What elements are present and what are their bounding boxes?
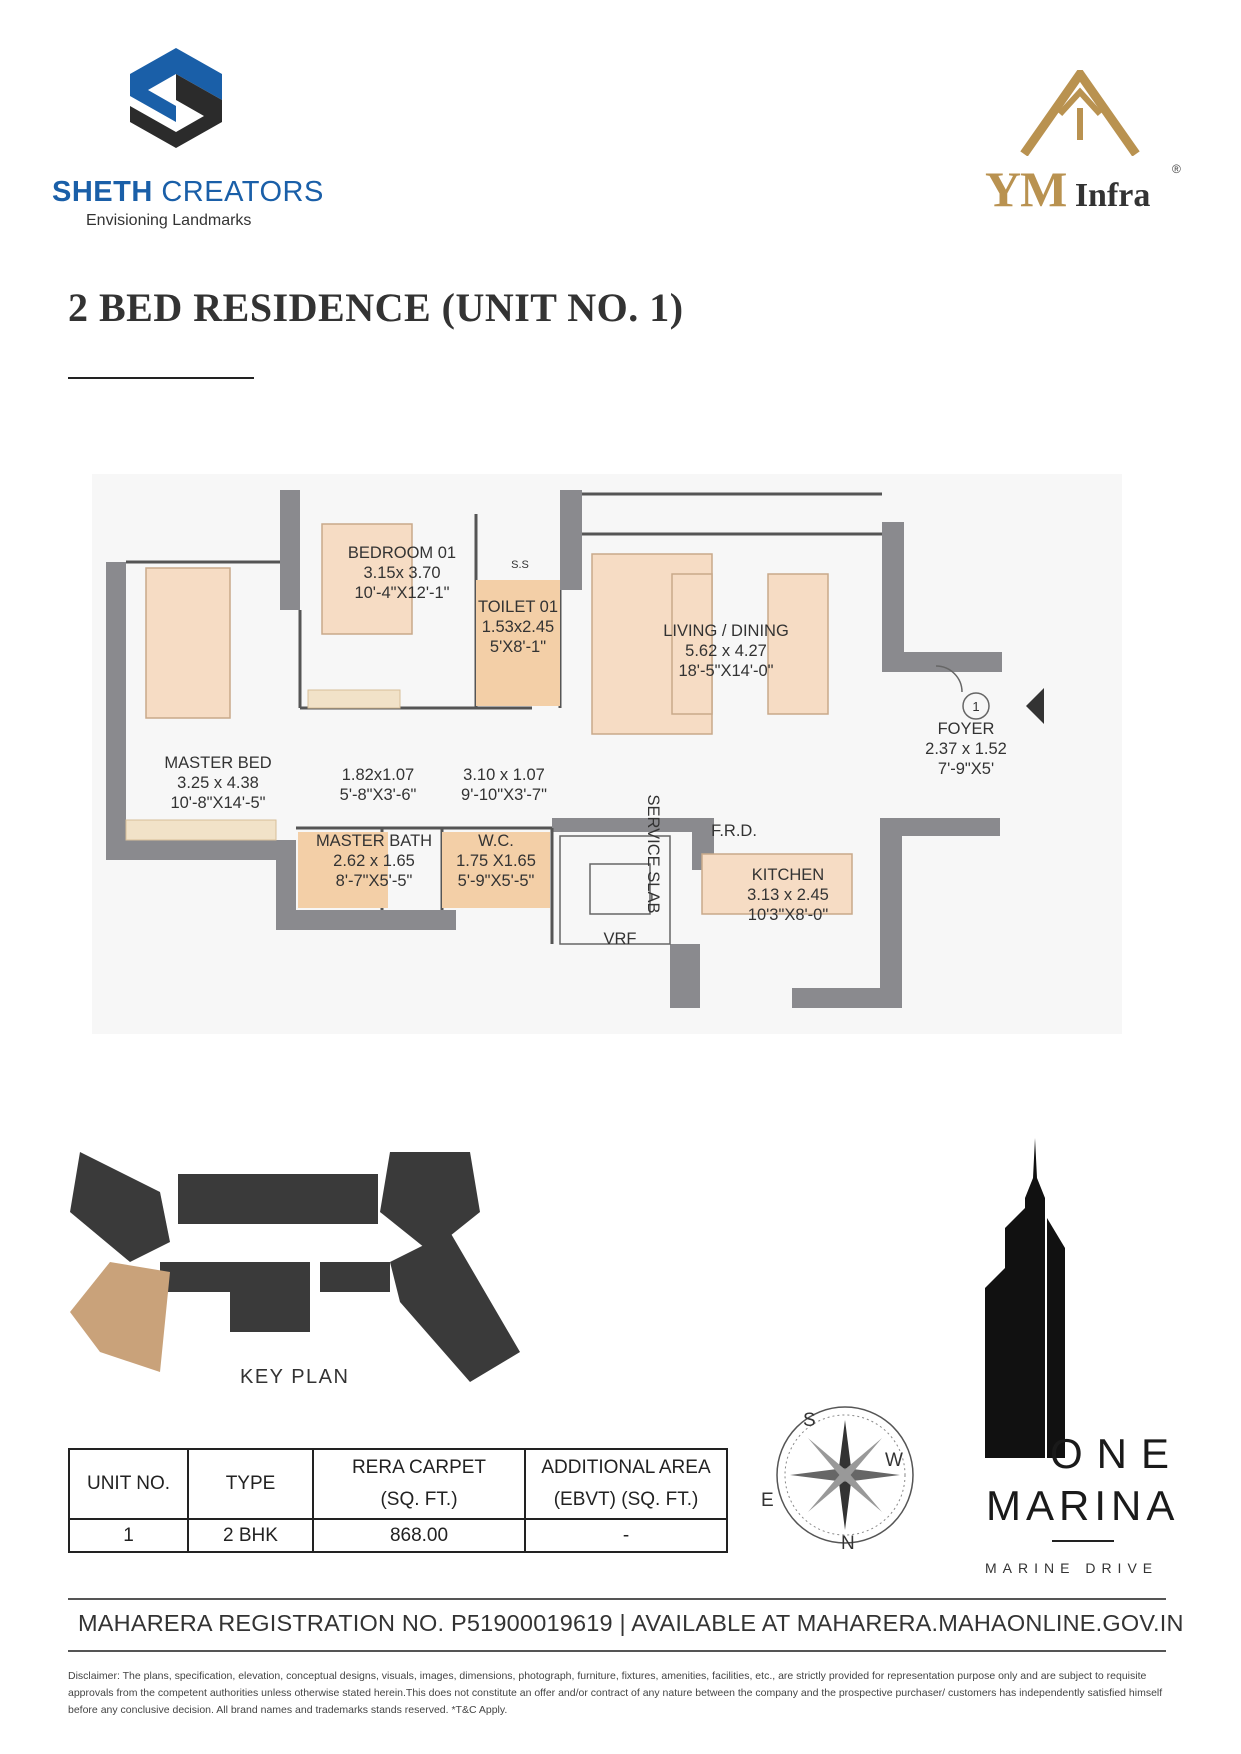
unit-marker: 1 [972, 699, 979, 714]
passage-2-metric: 3.10 x 1.07 [463, 766, 545, 784]
compass-s: S [803, 1410, 816, 1431]
room-master-bath-name: MASTER BATH [316, 832, 432, 850]
room-living-metric: 5.62 x 4.27 [685, 642, 767, 660]
cell-additional-area: - [524, 1518, 728, 1553]
room-foyer-metric: 2.37 x 1.52 [925, 740, 1007, 758]
cell-rera-carpet: 868.00 [312, 1518, 526, 1553]
page-title: 2 BED RESIDENCE (UNIT NO. 1) [68, 285, 684, 330]
th-additional-area: ADDITIONAL AREA(EBVT) (SQ. FT.) [524, 1448, 728, 1520]
passage-1-imperial: 5'-8"X3'-6" [340, 786, 417, 804]
room-kitchen-metric: 3.13 x 2.45 [747, 886, 829, 904]
cell-type: 2 BHK [187, 1518, 314, 1553]
one-marina-tower-logo [985, 1138, 1065, 1458]
passage-2-imperial: 9'-10"X3'-7" [461, 786, 547, 804]
label-ss: S.S [511, 559, 529, 571]
cell-unit-no: 1 [68, 1518, 189, 1553]
room-wc-imperial: 5'-9"X5'-5" [458, 872, 535, 890]
compass-rose-icon [776, 1406, 914, 1544]
room-master-bath-imperial: 8'-7"X5'-5" [336, 872, 413, 890]
compass-w: W [885, 1450, 903, 1471]
key-plan-drawing [70, 1152, 520, 1382]
room-kitchen-imperial: 10'3"X8'-0" [748, 906, 829, 924]
room-wc-metric: 1.75 X1.65 [456, 852, 536, 870]
room-foyer-name: FOYER [938, 720, 995, 738]
th-type: TYPE [187, 1448, 314, 1520]
room-toilet-01-imperial: 5'X8'-1" [490, 638, 546, 656]
room-bedroom-01-imperial: 10'-4"X12'-1" [354, 584, 449, 602]
title-underline [68, 377, 254, 379]
room-bedroom-01-metric: 3.15x 3.70 [363, 564, 440, 582]
room-living-name: LIVING / DINING [663, 622, 789, 640]
compass-n: N [841, 1533, 855, 1554]
room-wc-name: W.C. [478, 832, 514, 850]
entry-arrow-icon [1026, 688, 1044, 724]
table-header-row: UNIT NO. TYPE RERA CARPET(SQ. FT.) ADDIT… [68, 1448, 728, 1520]
key-plan-label: KEY PLAN [240, 1366, 350, 1388]
th-unit-no: UNIT NO. [68, 1448, 189, 1520]
sheth-brand-name: SHETH CREATORS [52, 176, 324, 208]
room-master-bed-name: MASTER BED [164, 754, 271, 772]
ym-infra-logo [1020, 70, 1140, 156]
room-kitchen-name: KITCHEN [752, 866, 824, 884]
label-service-slab: SERVICE SLAB [644, 795, 662, 914]
floor-plan: BEDROOM 01 3.15x 3.70 10'-4"X12'-1" TOIL… [92, 474, 1122, 1034]
passage-1-metric: 1.82x1.07 [342, 766, 414, 784]
sheth-tagline: Envisioning Landmarks [86, 212, 252, 229]
sheth-creators-logo [130, 48, 222, 148]
project-name-marina: MARINA [986, 1482, 1180, 1529]
unit-details-table: UNIT NO. TYPE RERA CARPET(SQ. FT.) ADDIT… [68, 1448, 728, 1553]
room-toilet-01-metric: 1.53x2.45 [482, 618, 554, 636]
room-foyer-imperial: 7'-9"X5' [938, 760, 994, 778]
compass-e: E [761, 1490, 774, 1511]
project-location: MARINE DRIVE [985, 1560, 1159, 1576]
registration-rule-bottom [68, 1650, 1166, 1652]
registered-mark: ® [1172, 162, 1181, 176]
disclaimer-text: Disclaimer: The plans, specification, el… [68, 1670, 1163, 1716]
ym-brand-name: YM Infra [985, 161, 1151, 217]
room-bedroom-01-name: BEDROOM 01 [348, 544, 456, 562]
project-name-one: ONE [1050, 1430, 1184, 1477]
maharera-registration: MAHARERA REGISTRATION NO. P51900019619 |… [78, 1610, 1184, 1636]
registration-rule-top [68, 1598, 1166, 1600]
room-master-bed-metric: 3.25 x 4.38 [177, 774, 259, 792]
label-vrf: VRF [604, 930, 637, 948]
room-master-bath-metric: 2.62 x 1.65 [333, 852, 415, 870]
th-rera-carpet: RERA CARPET(SQ. FT.) [312, 1448, 526, 1520]
table-row: 1 2 BHK 868.00 - [68, 1518, 728, 1553]
room-living-imperial: 18'-5"X14'-0" [678, 662, 773, 680]
room-toilet-01-name: TOILET 01 [478, 598, 558, 616]
label-frd: F.R.D. [711, 822, 757, 840]
project-divider [1052, 1540, 1114, 1542]
room-master-bed-imperial: 10'-8"X14'-5" [170, 794, 265, 812]
